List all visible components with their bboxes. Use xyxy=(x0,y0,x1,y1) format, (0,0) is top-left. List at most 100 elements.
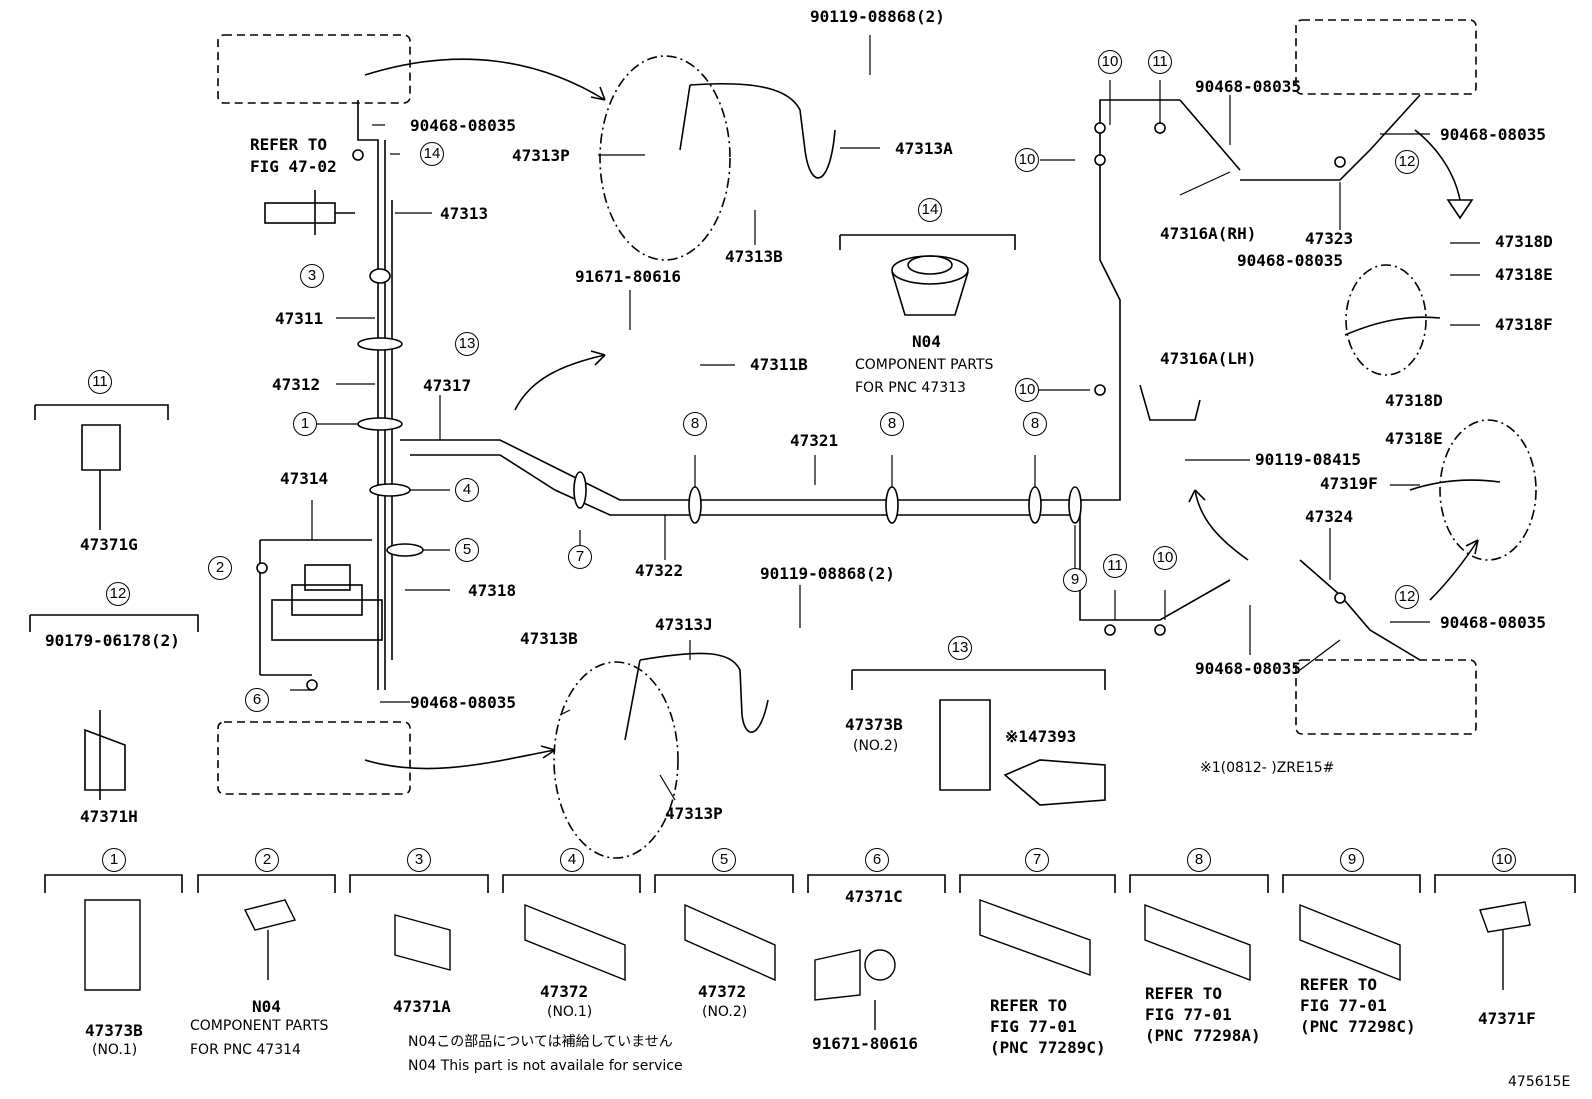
legend-callout-4: 4 xyxy=(560,848,584,872)
legend-brackets xyxy=(44,874,1576,893)
legend-8-part: REFER TO xyxy=(1145,984,1223,1003)
label-47317: 47317 xyxy=(423,376,472,395)
callout-8-b: 8 xyxy=(880,412,904,436)
diagram-id: 475615E xyxy=(1508,1074,1571,1090)
label-90119-08868-top: 90119-08868(2) xyxy=(810,7,945,26)
label-90468-08035-g: 90468-08035 xyxy=(410,693,516,712)
label-47373B-mid: 47373B xyxy=(845,715,903,734)
label-47316A-RH: 47316A(RH) xyxy=(1160,224,1257,243)
legend-1-part: 47373B xyxy=(85,1021,143,1040)
legend-callout-3: 3 xyxy=(407,848,431,872)
label-47393: ※147393 xyxy=(1005,727,1077,746)
label-47318D-top: 47318D xyxy=(1495,232,1553,251)
label-90468-08035-a: 90468-08035 xyxy=(410,116,516,135)
legend-6-sub: 91671-80616 xyxy=(812,1034,918,1053)
legend-callout-2: 2 xyxy=(255,848,279,872)
callout-13: 13 xyxy=(455,332,479,356)
callout-14-top: 14 xyxy=(420,142,444,166)
label-47313: 47313 xyxy=(440,204,489,223)
callout-4: 4 xyxy=(455,478,479,502)
side-items xyxy=(29,404,199,800)
label-90468-08035-d: 90468-08035 xyxy=(1237,251,1343,270)
label-47312: 47312 xyxy=(272,375,321,394)
label-n04-center: N04 xyxy=(912,332,941,351)
label-47322: 47322 xyxy=(635,561,684,580)
legend-callout-5: 5 xyxy=(712,848,736,872)
legend-4-part: 47372 xyxy=(540,982,589,1001)
callout-3: 3 xyxy=(300,264,324,288)
note-japanese: N04この部品については補給していません xyxy=(408,1034,673,1050)
label-47371H: 47371H xyxy=(80,807,138,826)
callout-11-b: 11 xyxy=(1103,554,1127,578)
grommet-14 xyxy=(839,234,1016,316)
flow-arrows xyxy=(364,58,1479,770)
callout-7: 7 xyxy=(568,545,592,569)
legend-8-sub: FIG 77-01 xyxy=(1145,1005,1232,1024)
label-47318D-mid: 47318D xyxy=(1385,391,1443,410)
label-component-parts: COMPONENT PARTS xyxy=(855,357,994,373)
legend-4-sub: (NO.1) xyxy=(547,1004,593,1020)
label-refer-to: REFER TO xyxy=(250,135,328,154)
label-47318: 47318 xyxy=(468,581,517,600)
label-47311B: 47311B xyxy=(750,355,808,374)
legend-2-sub2: FOR PNC 47314 xyxy=(190,1042,301,1058)
hose-details xyxy=(624,82,1501,741)
callout-11-side: 11 xyxy=(88,370,112,394)
label-47318E-top: 47318E xyxy=(1495,265,1553,284)
legend-9-part: REFER TO xyxy=(1300,975,1378,994)
callout-12-a: 12 xyxy=(1395,150,1419,174)
bracket-13 xyxy=(851,669,1106,806)
legend-7-sub2: (PNC 77289C) xyxy=(990,1038,1106,1057)
legend-callout-1: 1 xyxy=(102,848,126,872)
callout-10-c: 10 xyxy=(1015,378,1039,402)
dashed-frames xyxy=(217,19,1477,795)
callout-1: 1 xyxy=(293,412,317,436)
label-47316A-LH: 47316A(LH) xyxy=(1160,349,1257,368)
legend-8-sub2: (PNC 77298A) xyxy=(1145,1026,1261,1045)
legend-9-sub: FIG 77-01 xyxy=(1300,996,1387,1015)
label-47318E-mid: 47318E xyxy=(1385,429,1443,448)
label-90468-08035-c: 90468-08035 xyxy=(1440,125,1546,144)
label-47311: 47311 xyxy=(275,309,324,328)
legend-callout-9: 9 xyxy=(1340,848,1364,872)
master-cylinder xyxy=(264,190,355,235)
legend-7-part: REFER TO xyxy=(990,996,1068,1015)
callout-2: 2 xyxy=(208,556,232,580)
callout-13-center: 13 xyxy=(948,636,972,660)
label-91671-80616-top: 91671-80616 xyxy=(575,267,681,286)
callout-10-d: 10 xyxy=(1153,546,1177,570)
label-90179-06178: 90179-06178(2) xyxy=(45,631,180,650)
callout-12-side: 12 xyxy=(106,582,130,606)
callout-9: 9 xyxy=(1063,568,1087,592)
abs-unit xyxy=(259,539,383,676)
leader-lines xyxy=(290,35,1480,801)
label-47319F: 47319F xyxy=(1320,474,1378,493)
label-90119-08868-bot: 90119-08868(2) xyxy=(760,564,895,583)
label-for-pnc-47313: FOR PNC 47313 xyxy=(855,380,966,396)
label-90468-08035-b: 90468-08035 xyxy=(1195,77,1301,96)
label-fig-47-02: FIG 47-02 xyxy=(250,157,337,176)
legend-6-part: 47371C xyxy=(845,887,903,906)
callout-14-center: 14 xyxy=(918,198,942,222)
clip-markers xyxy=(357,268,1082,557)
note-english: N04 This part is not availale for servic… xyxy=(408,1058,683,1074)
label-47321: 47321 xyxy=(790,431,839,450)
legend-callout-8: 8 xyxy=(1187,848,1211,872)
legend-2-sub: COMPONENT PARTS xyxy=(190,1018,329,1034)
label-47313J: 47313J xyxy=(655,615,713,634)
label-90468-08035-e: 90468-08035 xyxy=(1440,613,1546,632)
legend-callout-6: 6 xyxy=(865,848,889,872)
label-47324: 47324 xyxy=(1305,507,1354,526)
label-47313A: 47313A xyxy=(895,139,953,158)
label-47313B-bot: 47313B xyxy=(520,629,578,648)
legend-sketches xyxy=(84,899,1531,1030)
callout-10-b: 10 xyxy=(1015,148,1039,172)
label-47314: 47314 xyxy=(280,469,329,488)
callout-12-b: 12 xyxy=(1395,585,1419,609)
callout-5: 5 xyxy=(455,538,479,562)
label-47318F: 47318F xyxy=(1495,315,1553,334)
label-47313P-top: 47313P xyxy=(512,146,570,165)
legend-callout-10: 10 xyxy=(1492,848,1516,872)
legend-9-sub2: (PNC 77298C) xyxy=(1300,1017,1416,1036)
